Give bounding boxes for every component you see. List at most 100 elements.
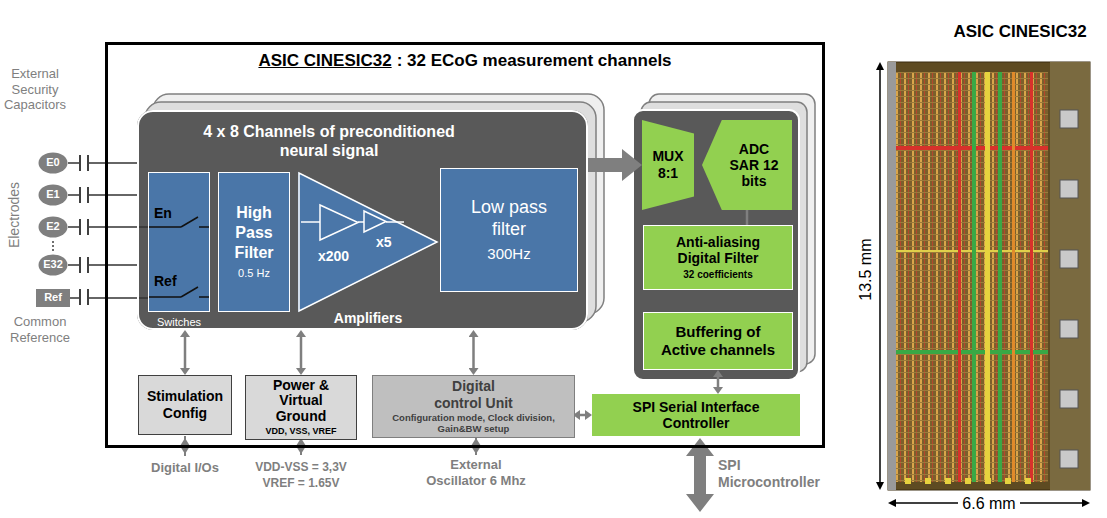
adc-block: ADC SAR 12 bits xyxy=(702,120,792,210)
label-slot: 13.5 mm xyxy=(856,230,875,310)
amp-stage xyxy=(320,205,358,240)
channel-panel: 4 x 8 Channels of preconditioned neural … xyxy=(137,110,588,330)
frame-title: ASIC CINESIC32 xyxy=(258,51,391,70)
ellipsis-dash xyxy=(52,241,54,252)
digital-filter-box: Anti-aliasing Digital Filter 32 coefficie… xyxy=(643,225,793,290)
node-text: Digital control Unit xyxy=(429,378,519,410)
chip-pad xyxy=(985,478,991,484)
capacitor-plate xyxy=(87,219,89,235)
electrode-shape xyxy=(39,217,68,238)
node-text: Low pass filter xyxy=(459,197,559,240)
capacitor-plate xyxy=(87,155,89,171)
node-text: Anti-aliasing Digital Filter xyxy=(664,234,772,266)
chip-pad xyxy=(965,478,971,484)
capacitor-gap xyxy=(80,153,88,173)
capacitor-gap xyxy=(80,287,88,307)
label-slot: Digital I/Os xyxy=(130,458,240,476)
chip-pad xyxy=(925,478,931,484)
power-box: Power & Virtual GroundVDD, VSS, VREF xyxy=(245,375,357,440)
node-text: x200 xyxy=(318,248,358,265)
node-text: 32 coefficients xyxy=(683,269,752,281)
label-slot: SPI Microcontroller xyxy=(718,457,830,491)
chip-pad xyxy=(1060,450,1078,468)
photo-heading: ASIC CINESIC32 xyxy=(953,22,1086,42)
tri-outline xyxy=(298,172,438,312)
control-link xyxy=(746,210,749,225)
chip-metal xyxy=(998,72,1002,482)
node-text: E2 xyxy=(46,220,59,233)
text-slot: x200 xyxy=(318,248,358,265)
panel-shadow xyxy=(641,102,807,372)
electrode-shape xyxy=(39,255,68,276)
capacitor-plate xyxy=(79,257,81,273)
chip-pad xyxy=(1060,390,1078,408)
control-link xyxy=(580,414,585,417)
node-text: MUX 8:1 xyxy=(642,148,694,182)
switch-wire xyxy=(199,226,210,228)
control-unit-box: Digital control UnitConfiguration mode, … xyxy=(372,375,575,438)
control-link xyxy=(300,337,303,368)
chip-metal xyxy=(972,72,976,482)
electrode-wire xyxy=(68,162,137,164)
bus-label: SPI Microcontroller xyxy=(718,457,830,491)
text-slot: 4 x 8 Channels of preconditioned neural … xyxy=(179,122,479,160)
electrode-shape xyxy=(39,185,68,206)
label-slot: 6.6 mm xyxy=(949,494,1029,513)
supply-label: VREF = 1.65V xyxy=(262,476,339,490)
electrode-circle: E1 xyxy=(38,184,68,206)
node-text: Configuration mode, Clock division, Gain… xyxy=(386,413,561,435)
capacitor-gap xyxy=(80,255,88,275)
capacitor-gap xyxy=(80,217,88,237)
amplifier-fill xyxy=(298,172,438,312)
filter-box: Low pass filter300Hz xyxy=(440,168,578,292)
switch-wire xyxy=(148,296,181,298)
label-slot: ASIC CINESIC32 xyxy=(925,22,1107,42)
annotation-label: Common Reference xyxy=(0,314,80,345)
config-box: Stimulation Config xyxy=(138,375,232,435)
block-shape xyxy=(702,120,792,210)
chip-die xyxy=(888,62,1090,490)
title-line: ASIC CINESIC32 : 32 ECoG measurement chan… xyxy=(108,51,822,71)
control-link xyxy=(184,337,187,368)
digital-panel xyxy=(633,110,799,380)
node-text: Stimulation Config xyxy=(139,388,231,422)
label-slot: VREF = 1.65V xyxy=(236,473,366,491)
node-text: 0.5 Hz xyxy=(238,267,270,280)
chip-pad-column xyxy=(1050,62,1090,490)
multiplexer-trapezoid: MUX 8:1 xyxy=(642,120,694,210)
panel-fill xyxy=(137,110,588,330)
node-text: High Pass Filter xyxy=(219,203,289,263)
capacitor-plate xyxy=(87,187,89,203)
node-text: SPI Serial Interface Controller xyxy=(621,399,771,431)
node-text: Buffering of Active channels xyxy=(652,323,784,359)
node-text: Ref xyxy=(44,291,62,304)
node-text: En xyxy=(154,205,194,222)
chip-pad xyxy=(945,478,951,484)
switch-blade xyxy=(181,287,198,297)
amp-wire xyxy=(301,221,320,223)
label-slot: External Security Capacitors xyxy=(0,66,70,113)
electrode-wire xyxy=(68,194,137,196)
switch-wire xyxy=(148,226,181,228)
electrode-circle: E0 xyxy=(38,152,68,174)
frame-title: : 32 ECoG measurement channels xyxy=(397,51,672,70)
electrode-wire xyxy=(68,264,137,266)
node-text: Ref xyxy=(154,273,194,290)
chip-pad xyxy=(1060,250,1078,268)
text-slot: Switches xyxy=(148,316,210,329)
supply-label: VDD-VSS = 3,3V xyxy=(255,460,347,474)
chip-pad-strip xyxy=(888,62,896,490)
switch-block: EnRefSwitches xyxy=(148,172,210,312)
node-text: 4 x 8 Channels of preconditioned neural … xyxy=(179,122,479,160)
capacitor-gap xyxy=(80,185,88,205)
label-slot: Electrodes xyxy=(5,170,23,260)
chip-pad xyxy=(1025,478,1031,484)
capacitor-plate xyxy=(79,219,81,235)
buffer-box: Buffering of Active channels xyxy=(643,312,793,370)
chip-metal xyxy=(958,72,961,482)
chip-pad xyxy=(1060,110,1078,128)
capacitor-plate xyxy=(79,187,81,203)
label-slot: VDD-VSS = 3,3V xyxy=(236,457,366,475)
chip-metal xyxy=(985,72,990,482)
